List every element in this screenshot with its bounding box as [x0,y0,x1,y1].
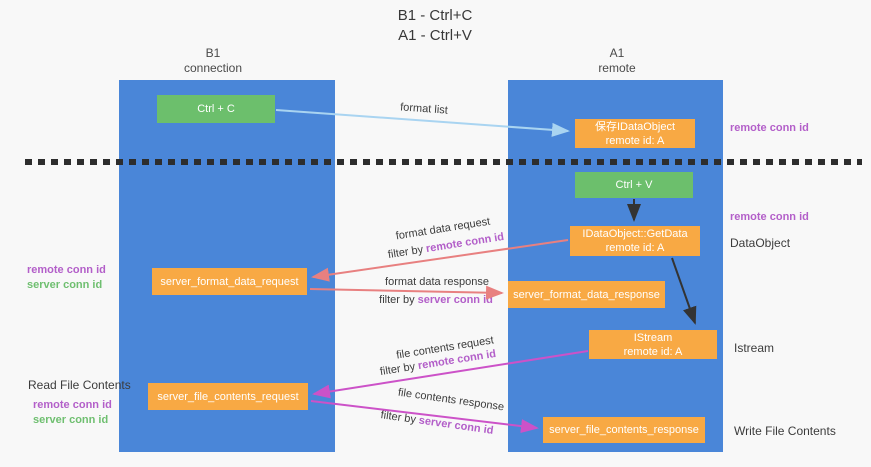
ctrl-c-box: Ctrl + C [157,95,275,123]
lane-header-b1: B1 connection [143,46,283,76]
getdata-line1: IDataObject::GetData [582,228,688,240]
istream-box: IStream remote id: A [589,330,717,359]
save-dataobject-line2: remote id: A [605,134,665,147]
ctrl-v-box: Ctrl + V [575,172,693,198]
format-response-box: server_format_data_response [508,281,665,308]
ctrl-v-label: Ctrl + V [615,179,653,191]
format-request-label: server_format_data_request [160,275,299,288]
server-conn-id-bottom-left: server conn id [33,414,109,426]
file-request-box: server_file_contents_request [148,383,308,410]
istream-side-label: Istream [734,341,775,355]
format-response-filter-label: filter by server conn id [379,294,493,306]
title-line-2: A1 - Ctrl+V [398,27,472,44]
lane-b1-subtitle: connection [183,61,243,75]
file-response-box: server_file_contents_response [543,417,705,443]
read-file-contents-label: Read File Contents [28,378,131,392]
filter-by-text: filter by [379,409,420,427]
server-conn-id-key: server conn id [417,294,493,306]
filter-by-text: filter by [387,243,428,262]
istream-line1: IStream [633,331,673,344]
write-file-contents-label: Write File Contents [734,424,836,438]
istream-line2: remote id: A [623,345,683,358]
getdata-line2: remote id: A [605,242,665,254]
ctrl-c-label: Ctrl + C [197,103,235,115]
filter-by-text: filter by [379,294,418,306]
title-line-1: B1 - Ctrl+C [397,7,473,24]
lane-a1-title: A1 [609,46,625,60]
file-response-filter-label: filter by server conn id [380,409,494,437]
remote-conn-id-mid-left: remote conn id [27,264,106,276]
server-conn-id-mid-left: server conn id [27,279,103,291]
file-contents-response-label: file contents response [397,386,505,414]
server-conn-id-key: server conn id [417,414,495,437]
lane-header-a1: A1 remote [547,46,687,76]
file-response-label: server_file_contents_response [549,424,699,436]
file-request-label: server_file_contents_request [157,390,299,403]
getdata-box: IDataObject::GetData remote id: A [570,226,700,256]
save-dataobject-line1: 保存IDataObject [594,120,676,133]
format-data-response-label: format data response [385,276,489,288]
remote-conn-id-top-right: remote conn id [730,122,809,134]
dataobject-label: DataObject [730,236,791,250]
remote-conn-id-mid-right: remote conn id [730,211,809,223]
filter-by-text: filter by [379,360,420,379]
format-request-box: server_format_data_request [152,268,307,295]
remote-conn-id-bottom-left: remote conn id [33,399,112,411]
diagram-title: B1 - Ctrl+C A1 - Ctrl+V [335,6,535,46]
save-dataobject-box: 保存IDataObject remote id: A [575,119,695,148]
format-response-label: server_format_data_response [513,288,660,301]
lane-b1-title: B1 [205,46,221,60]
format-list-label: format list [399,101,449,117]
lane-a1-subtitle: remote [598,61,636,75]
format-response-arrow [309,285,504,300]
